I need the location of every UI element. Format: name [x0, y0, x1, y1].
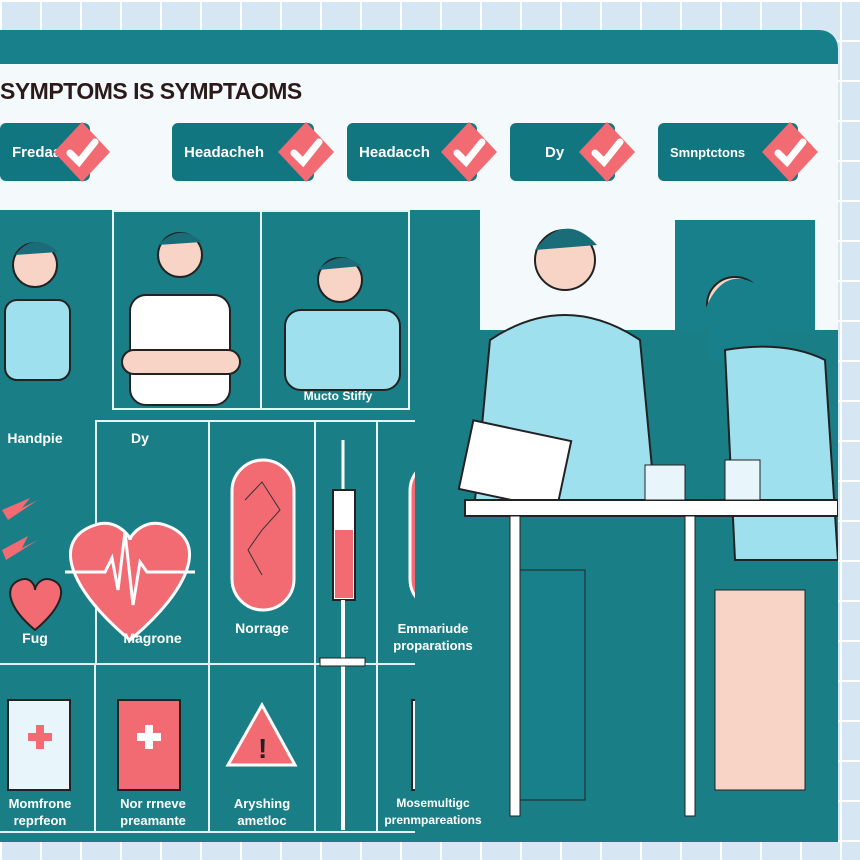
- doctor-patient-scene: [415, 220, 838, 842]
- label-dy: Dy: [131, 430, 149, 446]
- grid-cell: [260, 210, 410, 410]
- symptom-badge[interactable]: Fredaation: [0, 122, 110, 182]
- symptom-badge[interactable]: Smnptctons: [658, 122, 818, 182]
- medicine-cup-icon: [117, 699, 181, 791]
- check-icon: [54, 122, 110, 182]
- syringe-icon: [319, 440, 366, 830]
- badge-label: Smnptctons: [670, 144, 746, 160]
- symptom-grid: ! Mucto Stiffy Handpie Dy Fug Magrone No…: [0, 210, 486, 842]
- symptom-badge[interactable]: Dy: [510, 122, 635, 182]
- page-title: SYMPTOMS IS SYMPTAOMS: [0, 78, 302, 104]
- check-icon: [278, 122, 334, 182]
- water-glass: [724, 459, 761, 501]
- label-handpie: Handpie: [7, 430, 63, 446]
- label-bottom: Nor rrneve preamante: [120, 796, 186, 828]
- person-stiff-icon: [284, 257, 401, 391]
- badge-label: Dy: [545, 143, 565, 161]
- water-glass: [644, 464, 686, 501]
- badge-label: Headacch: [359, 143, 430, 161]
- label-norrage: Norrage: [235, 620, 289, 636]
- doctor-figure: [457, 228, 657, 801]
- pill-molecule-icon: [230, 458, 296, 612]
- header-bar: [0, 30, 838, 64]
- symptom-badge[interactable]: Headacch: [347, 122, 497, 182]
- badge-label: Headacheh: [184, 143, 265, 161]
- label-fug: Fug: [22, 630, 48, 646]
- check-icon: [579, 122, 635, 182]
- label-muscle-stiffness: Mucto Stiffy: [303, 389, 373, 403]
- person-headache-icon: [4, 241, 71, 381]
- label-bottom: Mosemultigc prenmpareations: [384, 796, 482, 827]
- medicine-cup-icon: [7, 699, 71, 791]
- lightning-icon: [2, 498, 38, 560]
- person-arms-crossed-icon: [121, 232, 241, 406]
- label-bottom: Aryshing ametloc: [233, 796, 291, 828]
- broken-heart-icon: [9, 578, 62, 632]
- table: [464, 499, 838, 517]
- infographic-panel: SYMPTOMS IS SYMPTAOMS Fredaation Headach…: [0, 30, 838, 842]
- label-magrone: Magrone: [123, 630, 182, 646]
- exclamation-mark: !: [258, 733, 267, 764]
- warning-icon: [225, 701, 298, 767]
- label-bottom: Momfrone reprfeon: [8, 796, 72, 828]
- symptom-illustrations: !: [2, 232, 475, 830]
- check-icon: [441, 122, 497, 182]
- check-icon: [762, 122, 818, 182]
- label-emmariude: Emmariude proparations: [393, 621, 473, 653]
- heartbeat-icon: [65, 521, 195, 642]
- symptom-badge[interactable]: Headacheh: [172, 122, 334, 182]
